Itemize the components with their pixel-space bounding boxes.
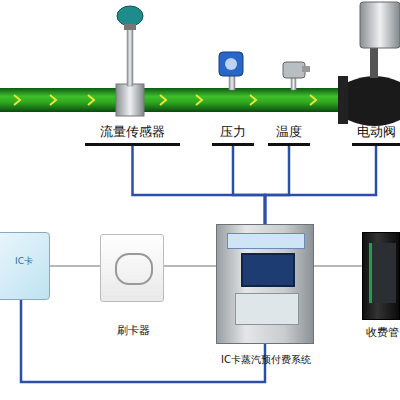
node-caption: IC卡蒸汽预付费系统 xyxy=(192,353,340,367)
sensor-label: 压力 xyxy=(212,124,254,146)
signal-cable xyxy=(50,266,100,267)
sensor-label: 电动阀 xyxy=(352,124,400,146)
node-label: IC卡 xyxy=(15,255,33,268)
wire-line xyxy=(265,146,289,224)
flow-sensor-symbol xyxy=(116,6,144,116)
reader-pad xyxy=(115,253,153,285)
wire-line xyxy=(50,265,100,267)
sensor-label: 温度 xyxy=(268,124,310,146)
wire-line xyxy=(314,265,362,267)
electric-valve-symbol xyxy=(338,2,400,126)
node-label: 温度 xyxy=(276,124,302,140)
sensor-label: 流量传感器 xyxy=(85,124,180,146)
flow-arrows xyxy=(14,95,316,105)
billing-computer: 收费管 xyxy=(362,232,400,320)
pc-panel xyxy=(369,243,396,303)
cabinet-logo-band xyxy=(227,233,305,249)
data-wire xyxy=(233,146,265,224)
data-wire xyxy=(265,146,289,224)
control-cabinet: IC卡蒸汽预付费系统 xyxy=(216,224,314,344)
node-label: 电动阀 xyxy=(357,124,396,140)
signal-cable xyxy=(314,266,362,267)
wire-line xyxy=(133,146,266,224)
signal-cable xyxy=(164,266,216,267)
pressure-sensor-symbol xyxy=(219,52,243,90)
data-wire xyxy=(133,146,266,224)
wire-line xyxy=(164,265,216,267)
node-label: 流量传感器 xyxy=(100,124,165,140)
wire-line xyxy=(265,146,376,224)
node-caption: 刷卡器 xyxy=(91,323,175,338)
ic-card: IC卡 xyxy=(0,232,50,300)
data-wire xyxy=(265,146,376,224)
card-reader: 刷卡器 xyxy=(100,234,164,302)
temperature-sensor-symbol xyxy=(283,62,310,90)
cabinet-nameplate xyxy=(235,293,299,325)
cabinet-screen xyxy=(241,253,295,287)
node-caption: 收费管 xyxy=(363,325,400,340)
node-label: 压力 xyxy=(220,124,246,140)
wire-line xyxy=(233,146,265,224)
